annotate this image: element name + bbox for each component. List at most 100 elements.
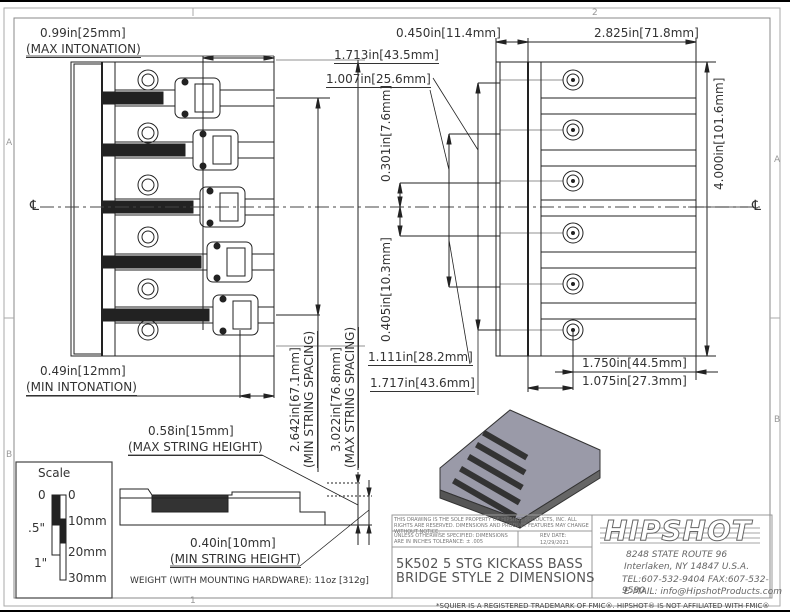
mounting-hole bbox=[137, 69, 159, 91]
dim-1007: 1.007in[25.6mm] bbox=[326, 72, 431, 88]
max-string-height-note: (MAX STRING HEIGHT) bbox=[128, 440, 263, 456]
drawing-title-line1: 5K502 5 STG KICKASS BASS bbox=[396, 557, 583, 572]
saddle-detail bbox=[226, 247, 246, 277]
adjust-screw bbox=[102, 143, 186, 157]
saddle-detail bbox=[194, 83, 214, 113]
saddle-screw bbox=[206, 219, 214, 227]
min-string-height-value: 0.40in[10mm] bbox=[190, 536, 276, 550]
hipshot-logo-lines bbox=[600, 527, 760, 544]
mounting-hole-center bbox=[571, 78, 575, 82]
saddle bbox=[174, 77, 221, 119]
min-spacing-note: (MIN STRING SPACING) bbox=[302, 330, 318, 468]
min-intonation-note: (MIN INTONATION) bbox=[26, 380, 137, 396]
dim-1750: 1.750in[44.5mm] bbox=[582, 356, 687, 370]
saddle-screw bbox=[213, 242, 221, 250]
saddle-screw bbox=[219, 295, 227, 303]
scale-mm-0: 0 bbox=[68, 488, 76, 502]
scale-title: Scale bbox=[38, 466, 71, 480]
weight-note: WEIGHT (WITH MOUNTING HARDWARE): 11oz [3… bbox=[130, 576, 369, 586]
mounting-hole-inner bbox=[141, 282, 155, 296]
mounting-hole bbox=[137, 278, 159, 300]
saddle-screw bbox=[219, 327, 227, 335]
company-address2: Interlaken, NY 14847 U.S.A. bbox=[624, 562, 750, 572]
saddle-detail bbox=[212, 135, 232, 165]
adjust-screw bbox=[102, 255, 202, 269]
mounting-hole-inner bbox=[566, 226, 580, 240]
saddle-screw bbox=[181, 110, 189, 118]
side-profile bbox=[119, 482, 372, 526]
mounting-hole bbox=[137, 319, 159, 341]
scale-mm-10: 10mm bbox=[68, 514, 107, 528]
dim-1111: 1.111in[28.2mm] bbox=[368, 350, 473, 366]
iso-view-image bbox=[439, 409, 601, 529]
saddle-screw bbox=[213, 274, 221, 282]
scale-mm-30: 30mm bbox=[68, 571, 107, 585]
mounting-hole-inner bbox=[566, 73, 580, 87]
mounting-hole-inner bbox=[141, 230, 155, 244]
dim-0405: 0.405in[10.3mm] bbox=[379, 237, 393, 342]
scale-bar bbox=[51, 494, 67, 581]
mounting-hole bbox=[137, 174, 159, 196]
min-intonation-value: 0.49in[12mm] bbox=[40, 364, 126, 378]
max-intonation-note: (MAX INTONATION) bbox=[26, 42, 141, 58]
saddle bbox=[206, 241, 253, 283]
zone-marker-right-b: B bbox=[774, 415, 781, 425]
drawing-title-line2: BRIDGE STYLE 2 DIMENSIONS bbox=[396, 571, 595, 586]
zone-marker-top: 2 bbox=[592, 8, 598, 18]
mounting-hole-center bbox=[571, 282, 575, 286]
min-spacing-value: 2.642in[67.1mm] bbox=[288, 347, 302, 452]
dim-1075: 1.075in[27.3mm] bbox=[582, 374, 687, 388]
scale-in-0: 0 bbox=[38, 488, 46, 502]
company-address1: 8248 STATE ROUTE 96 bbox=[626, 550, 728, 560]
mounting-hole-inner bbox=[566, 174, 580, 188]
scale-in-1: 1" bbox=[34, 556, 48, 570]
scale-mm-20: 20mm bbox=[68, 545, 107, 559]
company-email: E-MAIL: info@HipshotProducts.com bbox=[624, 587, 783, 597]
dim-1717: 1.717in[43.6mm] bbox=[370, 376, 475, 392]
zone-marker-left-a: A bbox=[6, 138, 13, 148]
mounting-hole-center bbox=[571, 231, 575, 235]
max-string-height-value: 0.58in[15mm] bbox=[148, 424, 234, 438]
max-intonation-value: 0.99in[25mm] bbox=[40, 26, 126, 40]
sheet-border-outer bbox=[3, 7, 781, 607]
rev-date-label: REV DATE: bbox=[540, 533, 567, 539]
mounting-hole-inner bbox=[141, 323, 155, 337]
saddle bbox=[212, 294, 259, 336]
centerline-symbol-right: ℄ bbox=[752, 198, 761, 214]
hipshot-logo: HIPSHOT bbox=[604, 514, 752, 548]
dim-0301: 0.301in[7.6mm] bbox=[379, 84, 393, 182]
top-view-left bbox=[70, 61, 275, 357]
rev-date: 12/29/2021 bbox=[540, 540, 569, 546]
mounting-hole-inner bbox=[141, 73, 155, 87]
adjust-screw bbox=[102, 91, 164, 105]
max-spacing-note: (MAX STRING SPACING) bbox=[343, 326, 359, 468]
company-phone: TEL:607-532-9404 FAX:607-532-9530 bbox=[622, 575, 769, 596]
zone-marker-left-b: B bbox=[6, 450, 13, 460]
centerline-symbol-left: ℄ bbox=[30, 198, 39, 214]
ownership-notice: THIS DRAWING IS THE SOLE PROPERTY OF HIP… bbox=[394, 517, 589, 535]
mounting-hole-inner bbox=[566, 123, 580, 137]
zone-marker-right-a: A bbox=[774, 155, 781, 165]
dim-2825: 2.825in[71.8mm] bbox=[594, 26, 699, 40]
dim-4000: 4.000in[101.6mm] bbox=[712, 77, 726, 190]
title-block bbox=[391, 514, 773, 599]
mounting-hole-center bbox=[571, 179, 575, 183]
mounting-hole-center bbox=[571, 128, 575, 132]
saddle-screw bbox=[206, 187, 214, 195]
side-view-right bbox=[495, 61, 697, 357]
saddle bbox=[192, 129, 239, 171]
scale-box bbox=[15, 461, 113, 599]
dim-0450: 0.450in[11.4mm] bbox=[396, 26, 501, 40]
mounting-hole-inner bbox=[141, 178, 155, 192]
mounting-hole bbox=[137, 122, 159, 144]
scale-in-half: .5" bbox=[28, 521, 45, 535]
adjust-screw bbox=[102, 308, 210, 322]
mounting-hole-inner bbox=[566, 277, 580, 291]
saddle-detail bbox=[232, 300, 252, 330]
min-string-height-note: (MIN STRING HEIGHT) bbox=[170, 552, 301, 568]
max-spacing-value: 3.022in[76.8mm] bbox=[329, 347, 343, 452]
trademark-footer: *SQUIER IS A REGISTERED TRADEMARK OF FMI… bbox=[436, 602, 770, 610]
mounting-hole bbox=[137, 226, 159, 248]
